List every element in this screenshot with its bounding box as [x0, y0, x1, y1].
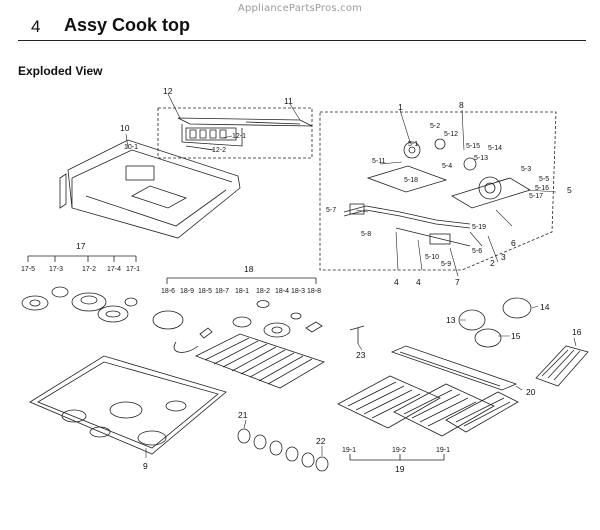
oven-rack-part	[195, 333, 325, 389]
control-knobs-part	[237, 428, 329, 472]
callout-5-12: 5-12	[444, 131, 458, 138]
callout-18-2: 18-2	[256, 288, 270, 295]
callout-16: 16	[572, 327, 582, 337]
cooktop-panel-part	[29, 355, 227, 455]
callout-18-1: 18-1	[235, 288, 249, 295]
callout-5-7: 5-7	[326, 207, 336, 214]
callout-5-11: 5-11	[372, 158, 386, 165]
callout-5-2: 5-2	[430, 123, 440, 130]
callout-14: 14	[540, 302, 550, 312]
callout-10: 10	[120, 123, 130, 133]
callout-12-1: 12-1	[232, 133, 246, 140]
callout-12: 12	[163, 86, 173, 96]
callout-9: 9	[143, 461, 148, 471]
callout-5-18: 5-18	[404, 177, 418, 184]
callout-5-14: 5-14	[488, 145, 502, 152]
burner-rings-part	[458, 297, 532, 348]
callout-17-3: 17-3	[49, 266, 63, 273]
group-19-bracket	[349, 454, 445, 461]
grates-part	[337, 375, 519, 437]
watermark: AppliancePartsPros.com	[237, 3, 363, 14]
callout-4a: 4	[394, 277, 399, 287]
callout-4b: 4	[416, 277, 421, 287]
callout-5-6: 5-6	[472, 248, 482, 255]
callout-5-3: 5-3	[521, 166, 531, 173]
section-number: 4	[31, 17, 41, 36]
callout-7: 7	[455, 277, 460, 287]
callout-23: 23	[356, 350, 366, 360]
callout-20: 20	[526, 387, 536, 397]
callout-19: 19	[395, 464, 405, 474]
callout-17: 17	[76, 241, 86, 251]
callout-2: 2	[490, 258, 495, 268]
callout-22: 22	[316, 436, 326, 446]
section-title: Assy Cook top	[64, 15, 191, 35]
callout-18-8: 18-8	[307, 288, 321, 295]
callout-17-5: 17-5	[21, 266, 35, 273]
callout-5-4: 5-4	[442, 163, 452, 170]
callout-18-9: 18-9	[180, 288, 194, 295]
callout-5-1: 5-1	[408, 141, 418, 148]
callout-19-1b: 19-1	[436, 447, 450, 454]
callout-18-4: 18-4	[275, 288, 289, 295]
callout-labels: 12 11 12-1 12-2 10 10-1 1 8 5-2 5-12 5-1…	[21, 86, 582, 474]
callout-18-7: 18-7	[215, 288, 229, 295]
callout-5-9: 5-9	[441, 261, 451, 268]
callout-18-5: 18-5	[198, 288, 212, 295]
callout-21: 21	[238, 410, 248, 420]
leader-lines	[125, 93, 577, 458]
callout-5-16: 5-16	[535, 185, 549, 192]
callout-5-8: 5-8	[361, 231, 371, 238]
vent-trim-part	[390, 345, 518, 391]
callout-6: 6	[511, 238, 516, 248]
cooktop-frame-part	[59, 139, 241, 239]
callout-12-2: 12-2	[212, 147, 226, 154]
callout-19-2: 19-2	[392, 447, 406, 454]
callout-5-5: 5-5	[539, 176, 549, 183]
callout-17-4: 17-4	[107, 266, 121, 273]
burner-caps-part	[21, 286, 138, 323]
burner-assembly-group-box	[319, 111, 557, 271]
wok-grate-kit-part	[152, 300, 323, 353]
screw-part	[349, 325, 365, 344]
exploded-view-heading: Exploded View	[18, 64, 103, 78]
burner-assembly-part	[343, 138, 531, 247]
griddle-part	[535, 345, 589, 387]
group-17-bracket	[27, 255, 137, 262]
callout-3: 3	[501, 252, 506, 262]
callout-5-10: 5-10	[425, 254, 439, 261]
callout-19-1a: 19-1	[342, 447, 356, 454]
callout-18-6: 18-6	[161, 288, 175, 295]
callout-1: 1	[398, 102, 403, 112]
callout-18: 18	[244, 264, 254, 274]
callout-5: 5	[567, 185, 572, 195]
callout-5-13: 5-13	[474, 155, 488, 162]
callout-5-17: 5-17	[529, 193, 543, 200]
callout-11: 11	[284, 96, 293, 106]
callout-13: 13	[446, 315, 456, 325]
title-rule	[18, 40, 586, 41]
callout-5-19: 5-19	[472, 224, 486, 231]
control-assembly-group-box	[157, 107, 313, 159]
callout-17-1: 17-1	[126, 266, 140, 273]
callout-10-1: 10-1	[124, 144, 138, 151]
group-18-bracket	[166, 277, 317, 284]
callout-18-3: 18-3	[291, 288, 305, 295]
callout-8: 8	[459, 100, 464, 110]
callout-15: 15	[511, 331, 521, 341]
callout-17-2: 17-2	[82, 266, 96, 273]
callout-5-15: 5-15	[466, 143, 480, 150]
